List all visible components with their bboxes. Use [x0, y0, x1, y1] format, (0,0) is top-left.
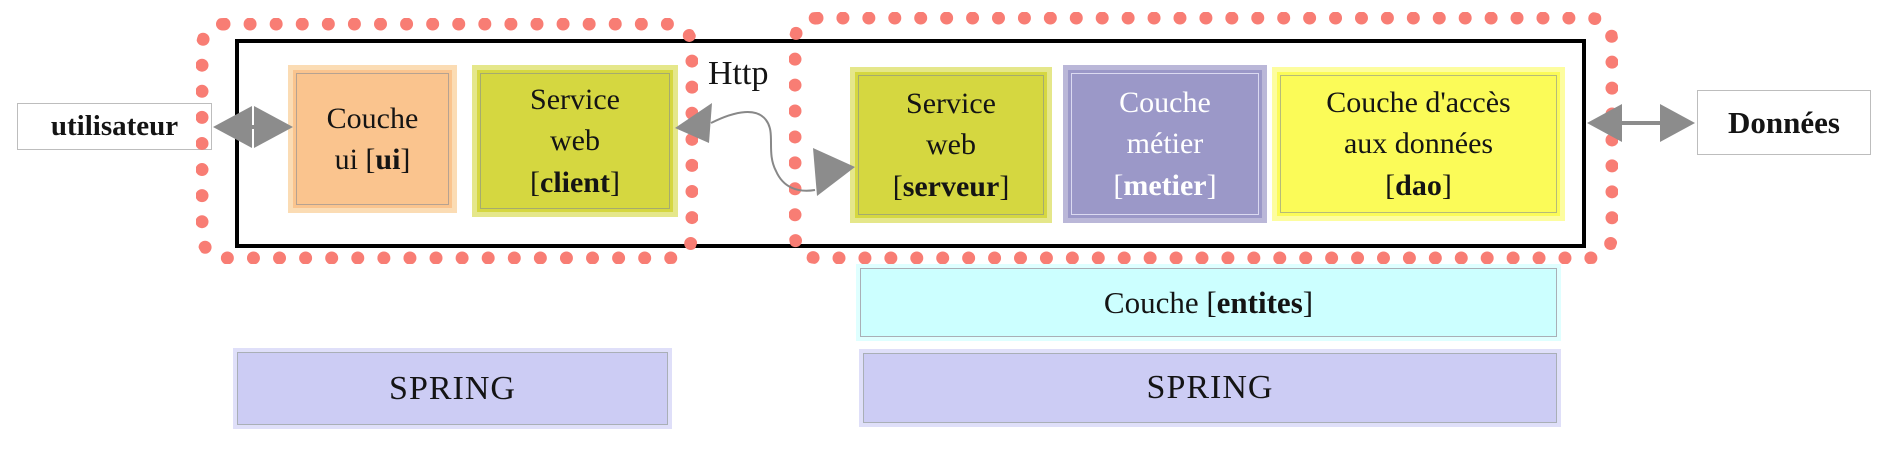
client-tier-frame: [196, 18, 698, 264]
utilisateur-label: utilisateur: [50, 110, 179, 142]
couche-metier-box: Couche métier [metier]: [1068, 70, 1262, 218]
metier-line1: Couche: [1119, 85, 1211, 119]
client-line2: web: [550, 124, 600, 158]
serveur-line2: web: [926, 128, 976, 162]
service-web-client-box: Service web [client]: [477, 70, 673, 212]
service-web-serveur-box: Service web [serveur]: [855, 72, 1047, 218]
couche-entites-band: Couche [entites]: [860, 268, 1557, 337]
server-tier-frame: [789, 12, 1618, 264]
dao-line2: aux données: [1343, 127, 1494, 161]
serveur-line1: Service: [906, 86, 996, 120]
http-label: Http: [708, 55, 769, 92]
couche-ui-line2: ui [ui]: [334, 143, 411, 176]
serveur-tag: [serveur]: [892, 169, 1010, 203]
dao-tag: [dao]: [1385, 168, 1452, 202]
spring-server-band: SPRING: [863, 353, 1557, 423]
spring-client-label: SPRING: [389, 369, 516, 407]
client-line1: Service: [530, 82, 620, 116]
spring-server-label: SPRING: [1146, 369, 1274, 406]
metier-tag: [metier]: [1113, 168, 1217, 202]
entites-label: Couche [entites]: [1103, 284, 1314, 320]
utilisateur-box: utilisateur: [17, 103, 212, 150]
metier-line2: métier: [1126, 127, 1204, 161]
donnees-label: Données: [1728, 104, 1840, 140]
client-tag: [client]: [530, 165, 620, 199]
couche-ui-line1: Couche: [326, 101, 419, 135]
donnees-box: Données: [1697, 90, 1871, 155]
spring-client-band: SPRING: [237, 352, 668, 425]
couche-ui-box: Couche ui [ui]: [293, 70, 452, 208]
couche-dao-box: Couche d'accès aux données [dao]: [1277, 72, 1560, 216]
dao-line1: Couche d'accès: [1326, 85, 1511, 119]
